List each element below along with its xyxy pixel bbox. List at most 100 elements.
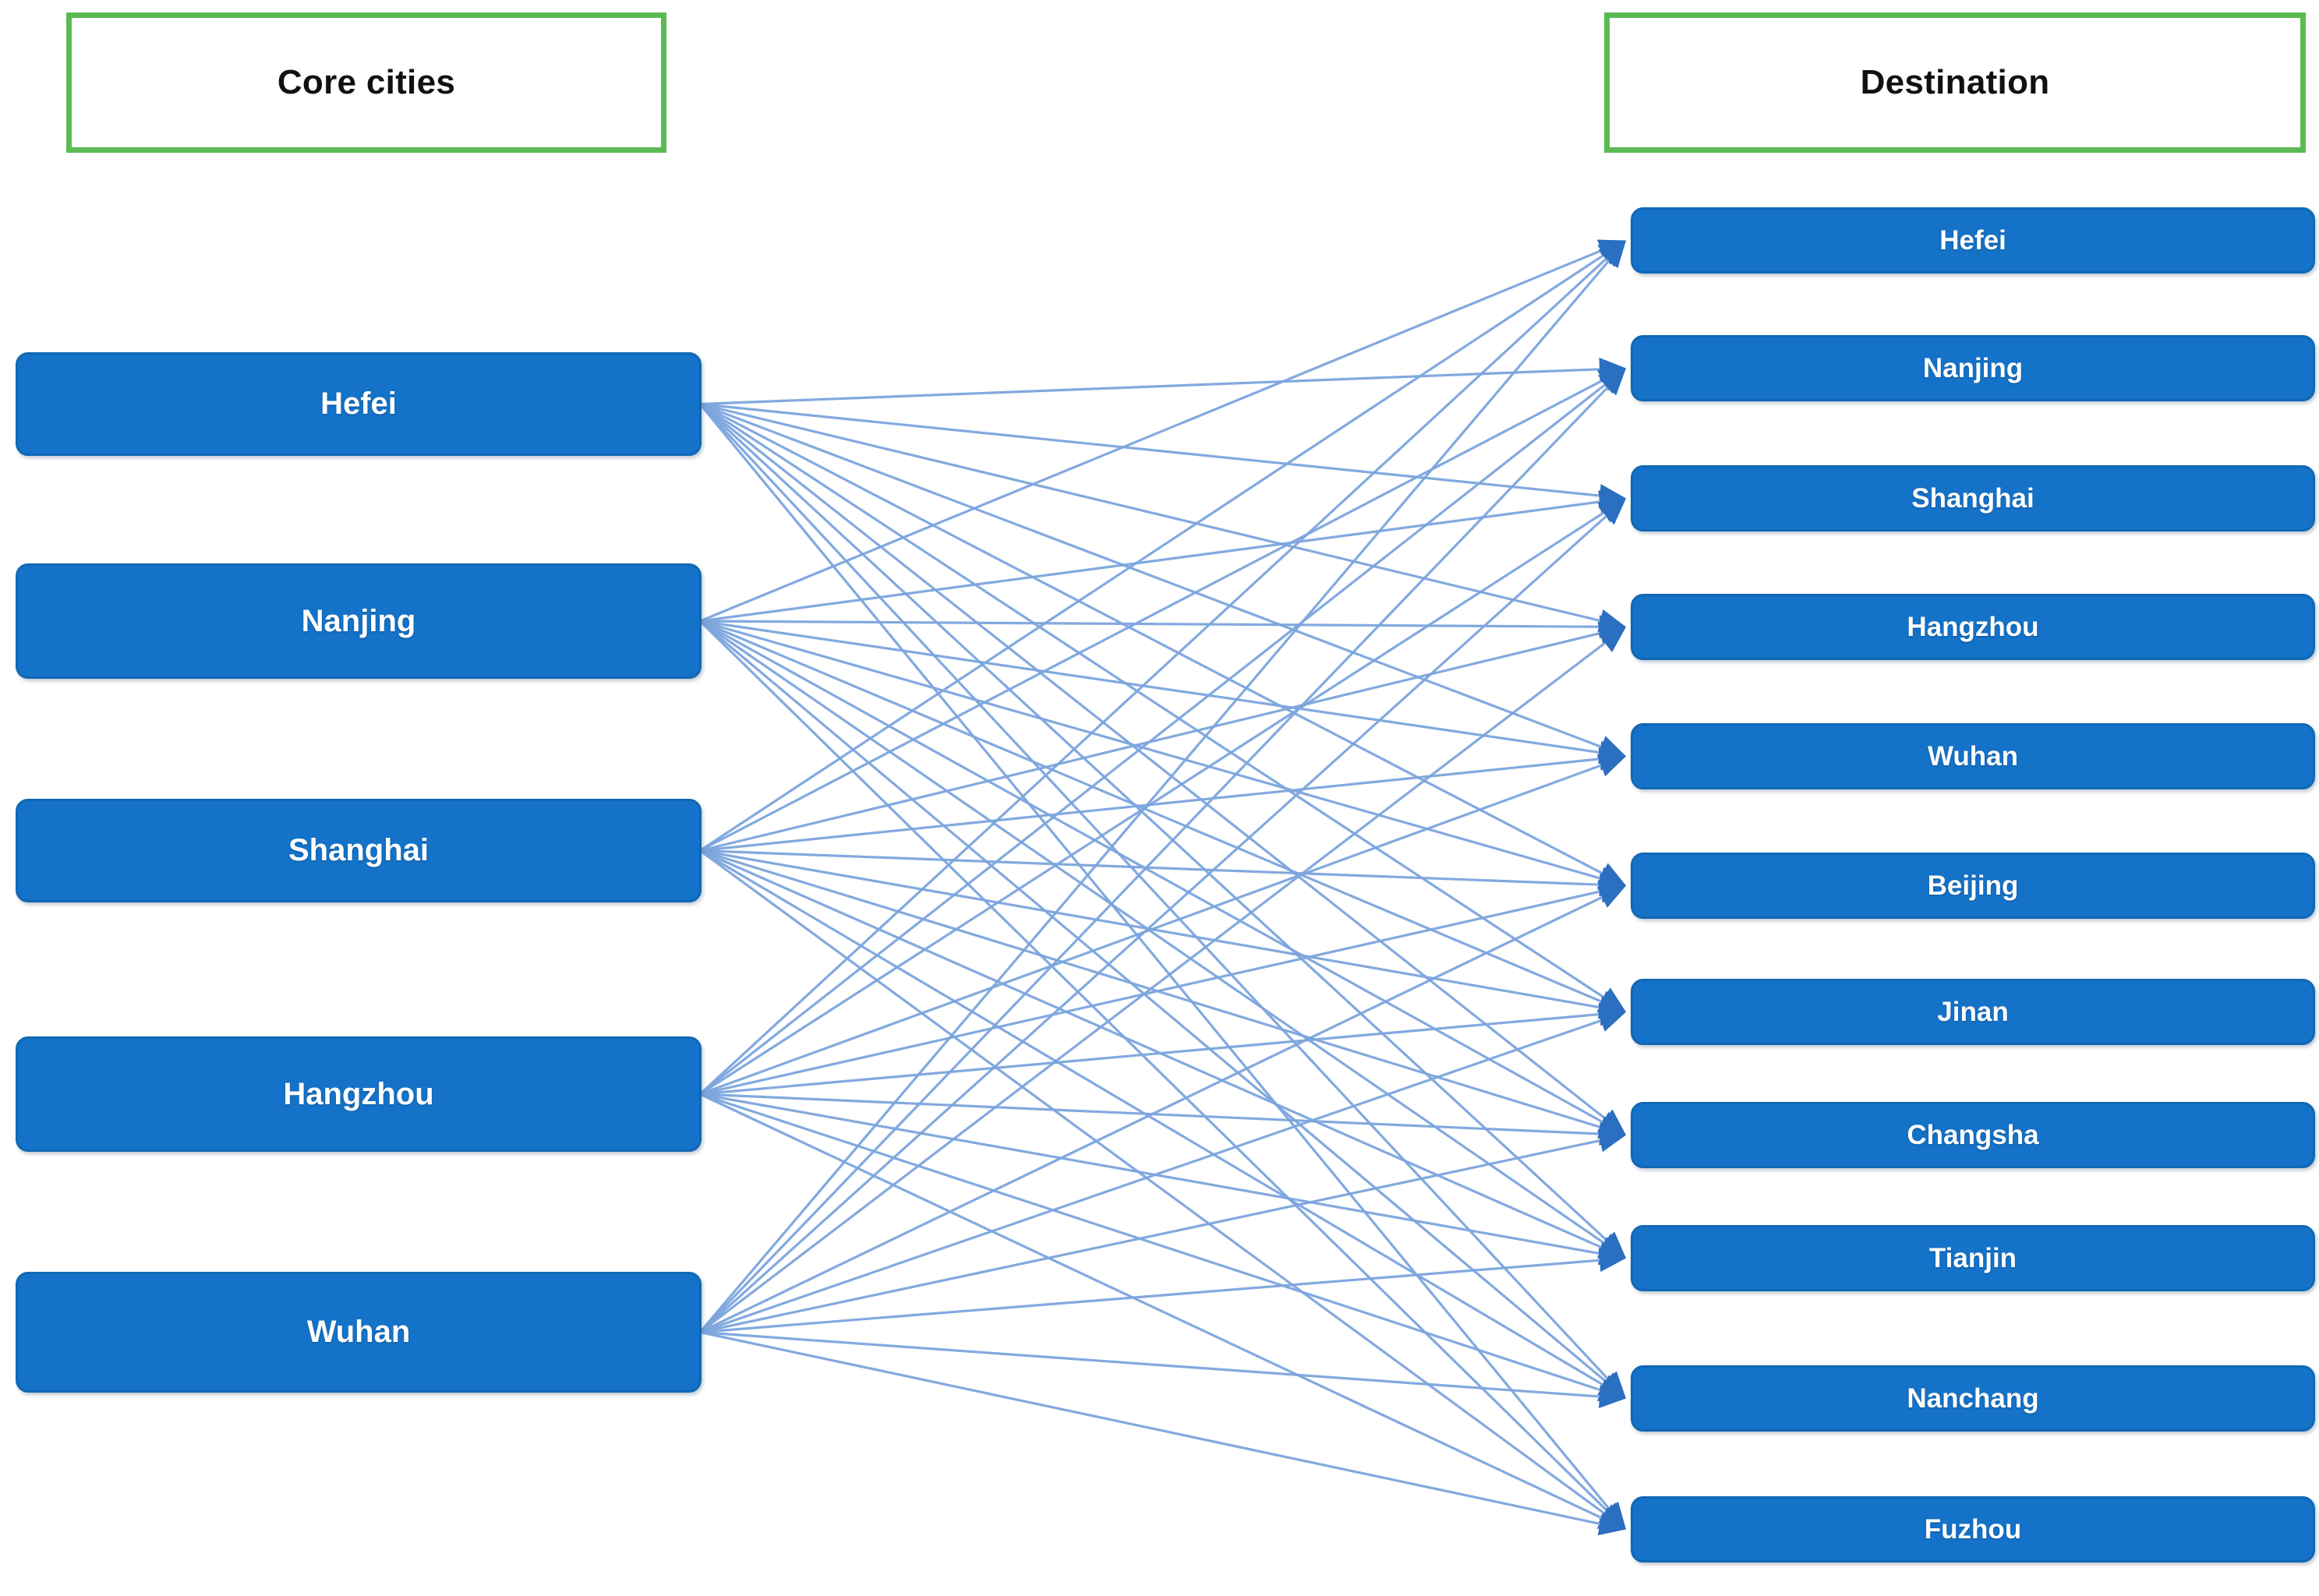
flow-edge-wuhan-to-jinan <box>699 1019 1602 1334</box>
core-city-node-nanjing[interactable]: Nanjing <box>16 563 702 679</box>
flow-edge-wuhan-to-beijing <box>699 895 1603 1333</box>
destination-node-tianjin[interactable]: Tianjin <box>1631 1225 2315 1291</box>
arrowhead-icon-wuhan-to-nanjing <box>1599 368 1626 396</box>
flow-edge-wuhan-to-shanghai <box>698 515 1607 1333</box>
arrowhead-icon-hangzhou-to-beijing <box>1597 880 1626 903</box>
core-cities-header: Core cities <box>66 12 666 153</box>
core-city-node-hangzhou[interactable]: Hangzhou <box>16 1036 702 1152</box>
destination-header-label: Destination <box>1860 63 2050 101</box>
flow-edge-hefei-to-changsha <box>699 403 1607 1120</box>
flow-edge-hefei-to-wuhan <box>699 403 1602 748</box>
flow-edge-wuhan-to-hangzhou <box>699 641 1606 1333</box>
flow-edge-hefei-to-nanjing <box>699 368 1600 406</box>
flow-edge-shanghai-to-jinan <box>699 849 1600 1009</box>
flow-edge-nanjing-to-hangzhou <box>699 620 1600 628</box>
flow-edge-hefei-to-beijing <box>699 403 1603 875</box>
arrowhead-icon-shanghai-to-fuzhou <box>1597 1504 1626 1530</box>
arrowhead-icon-hangzhou-to-tianjin <box>1597 1241 1626 1266</box>
arrowhead-icon-hefei-to-nanchang <box>1599 1371 1626 1399</box>
core-city-label-hangzhou: Hangzhou <box>283 1076 434 1111</box>
flow-edge-nanjing-to-nanchang <box>698 620 1607 1382</box>
arrowhead-icon-shanghai-to-nanjing <box>1596 368 1626 391</box>
flow-edge-hangzhou-to-nanjing <box>699 383 1607 1096</box>
core-city-label-nanjing: Nanjing <box>301 603 416 638</box>
flow-edge-nanjing-to-changsha <box>699 620 1604 1124</box>
flow-edge-hangzhou-to-shanghai <box>699 511 1605 1096</box>
arrowhead-icon-wuhan-to-shanghai <box>1598 498 1626 525</box>
flow-edge-hangzhou-to-fuzhou <box>699 1093 1603 1520</box>
flow-edge-wuhan-to-tianjin <box>699 1259 1600 1334</box>
arrowhead-icon-wuhan-to-beijing <box>1596 885 1626 908</box>
arrowhead-icon-nanjing-to-fuzhou <box>1599 1502 1626 1530</box>
flow-edge-hefei-to-fuzhou <box>698 403 1610 1510</box>
arrowhead-icon-shanghai-to-nanchang <box>1597 1375 1626 1399</box>
arrowhead-icon-wuhan-to-hefei <box>1600 240 1626 269</box>
arrowhead-icon-hangzhou-to-nanchang <box>1597 1379 1626 1402</box>
destination-node-fuzhou[interactable]: Fuzhou <box>1631 1496 2315 1562</box>
flow-edge-shanghai-to-wuhan <box>699 757 1600 853</box>
destination-label-jinan: Jinan <box>1937 996 2009 1027</box>
flow-edge-nanjing-to-jinan <box>699 620 1603 1003</box>
arrowhead-icon-hefei-to-hangzhou <box>1597 609 1626 633</box>
destination-node-hefei[interactable]: Hefei <box>1631 207 2315 274</box>
destination-node-hangzhou[interactable]: Hangzhou <box>1631 594 2315 660</box>
destination-node-wuhan[interactable]: Wuhan <box>1631 723 2315 789</box>
arrowhead-icon-wuhan-to-jinan <box>1596 1009 1626 1032</box>
flow-edge-hefei-to-hangzhou <box>699 402 1601 623</box>
arrowhead-icon-hefei-to-nanjing <box>1599 357 1626 381</box>
destination-label-nanchang: Nanchang <box>1907 1382 2039 1414</box>
arrowhead-icon-hangzhou-to-changsha <box>1599 1122 1626 1146</box>
core-city-node-hefei[interactable]: Hefei <box>16 352 702 456</box>
arrowhead-icon-shanghai-to-hefei <box>1597 240 1626 265</box>
arrowhead-icon-hangzhou-to-hefei <box>1598 240 1626 267</box>
destination-label-shanghai: Shanghai <box>1911 482 2034 514</box>
arrowhead-icon-shanghai-to-jinan <box>1597 995 1626 1019</box>
destination-node-shanghai[interactable]: Shanghai <box>1631 465 2315 531</box>
flow-edge-wuhan-to-changsha <box>699 1139 1601 1334</box>
flow-edge-nanjing-to-beijing <box>699 620 1601 880</box>
arrowhead-icon-hefei-to-jinan <box>1597 987 1626 1012</box>
arrowhead-icon-nanjing-to-beijing <box>1597 867 1626 890</box>
arrowhead-icon-nanjing-to-wuhan <box>1598 740 1626 764</box>
flow-edge-shanghai-to-hefei <box>699 253 1605 852</box>
arrowhead-icon-shanghai-to-hangzhou <box>1597 621 1626 645</box>
destination-node-beijing[interactable]: Beijing <box>1631 853 2315 919</box>
flow-edge-nanjing-to-fuzhou <box>698 620 1608 1512</box>
arrowhead-icon-hefei-to-beijing <box>1596 863 1626 886</box>
arrowhead-icon-hangzhou-to-fuzhou <box>1596 1507 1626 1530</box>
arrowhead-icon-hangzhou-to-wuhan <box>1596 754 1626 777</box>
arrowhead-icon-hefei-to-tianjin <box>1598 1231 1626 1259</box>
destination-label-hangzhou: Hangzhou <box>1907 611 2039 642</box>
flow-edge-hangzhou-to-hefei <box>698 257 1608 1096</box>
arrowhead-icon-shanghai-to-changsha <box>1597 1116 1626 1139</box>
destination-header: Destination <box>1604 12 2306 153</box>
destination-node-nanchang[interactable]: Nanchang <box>1631 1365 2315 1432</box>
arrowhead-icon-hefei-to-shanghai <box>1598 484 1626 507</box>
flow-edge-hangzhou-to-changsha <box>699 1093 1600 1135</box>
core-city-label-shanghai: Shanghai <box>288 833 430 867</box>
arrowhead-icon-wuhan-to-tianjin <box>1598 1248 1626 1273</box>
flow-edge-wuhan-to-nanchang <box>699 1330 1600 1398</box>
flow-edge-shanghai-to-nanjing <box>699 379 1603 852</box>
destination-node-changsha[interactable]: Changsha <box>1631 1102 2315 1168</box>
flow-edge-nanjing-to-hefei <box>699 249 1603 623</box>
destination-node-nanjing[interactable]: Nanjing <box>1631 335 2315 401</box>
arrowhead-icon-shanghai-to-wuhan <box>1598 747 1626 771</box>
destination-label-changsha: Changsha <box>1907 1119 2039 1150</box>
flow-edge-hangzhou-to-tianjin <box>699 1093 1600 1255</box>
arrowhead-icon-hangzhou-to-shanghai <box>1597 498 1626 523</box>
destination-label-fuzhou: Fuzhou <box>1924 1513 2022 1545</box>
flow-edge-wuhan-to-hefei <box>698 260 1610 1333</box>
flow-edge-shanghai-to-fuzhou <box>699 849 1606 1515</box>
flow-edge-hefei-to-tianjin <box>698 403 1608 1241</box>
flow-edge-hefei-to-shanghai <box>699 402 1600 497</box>
flow-edge-shanghai-to-tianjin <box>699 849 1603 1249</box>
flow-edge-hangzhou-to-beijing <box>699 890 1601 1096</box>
core-city-node-wuhan[interactable]: Wuhan <box>16 1272 702 1393</box>
core-city-label-hefei: Hefei <box>320 387 397 421</box>
arrowhead-icon-hefei-to-wuhan <box>1596 736 1626 758</box>
core-cities-header-label: Core cities <box>277 63 456 101</box>
core-city-node-shanghai[interactable]: Shanghai <box>16 799 702 902</box>
destination-node-jinan[interactable]: Jinan <box>1631 979 2315 1045</box>
arrowhead-icon-wuhan-to-changsha <box>1597 1128 1626 1153</box>
